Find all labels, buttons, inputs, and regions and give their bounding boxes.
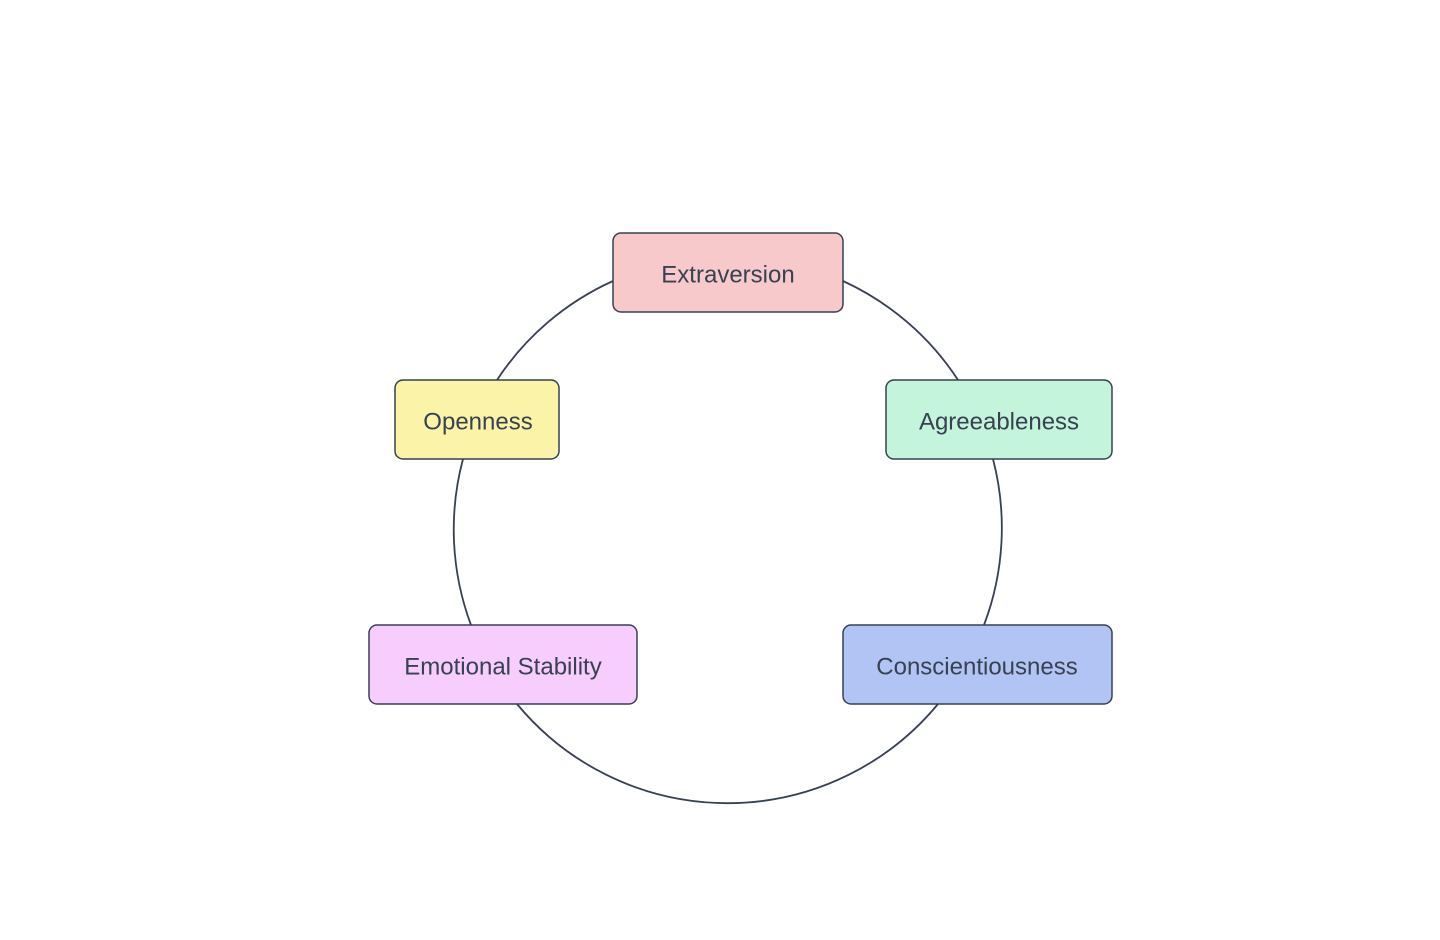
cycle-arc: [516, 703, 939, 804]
cycle-arc: [452, 458, 472, 626]
node-emotional-stability-box: [368, 624, 638, 705]
cycle-arc: [842, 280, 959, 381]
node-emotional-stability-label: Emotional Stability: [404, 654, 601, 681]
cycle-arc: [983, 458, 1003, 626]
node-agreeableness[interactable]: Agreeableness: [885, 379, 1113, 460]
node-extraversion-label: Extraversion: [661, 262, 794, 289]
node-extraversion[interactable]: Extraversion: [612, 232, 844, 313]
node-emotional-stability[interactable]: Emotional Stability: [368, 624, 638, 705]
node-agreeableness-box: [885, 379, 1113, 460]
node-extraversion-box: [612, 232, 844, 313]
node-conscientiousness-box: [842, 624, 1113, 705]
node-conscientiousness-label: Conscientiousness: [876, 654, 1077, 681]
node-conscientiousness[interactable]: Conscientiousness: [842, 624, 1113, 705]
node-openness-label: Openness: [423, 409, 532, 436]
cycle-arc: [496, 280, 614, 381]
node-openness-box: [394, 379, 560, 460]
node-agreeableness-label: Agreeableness: [919, 409, 1079, 436]
node-openness[interactable]: Openness: [394, 379, 560, 460]
